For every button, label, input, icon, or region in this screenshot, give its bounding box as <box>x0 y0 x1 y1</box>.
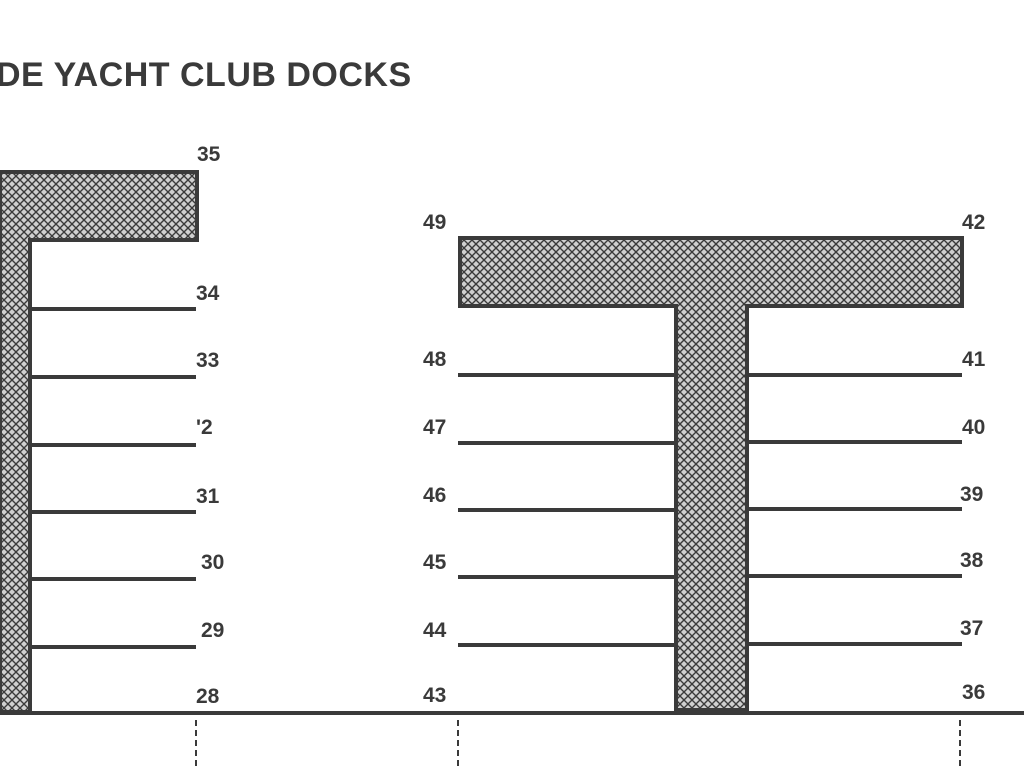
diagram-title: DE YACHT CLUB DOCKS <box>0 56 412 94</box>
slip-label-31: 31 <box>196 485 220 508</box>
slip-label-30: 30 <box>201 551 224 574</box>
slip-label-46: 46 <box>423 484 446 507</box>
slip-label-29: 29 <box>201 619 224 642</box>
slip-label-42: 42 <box>962 211 985 234</box>
center-dock-left-fingers <box>458 373 676 647</box>
slip-label-36: 36 <box>962 681 985 704</box>
slip-label-47: 47 <box>423 416 446 439</box>
slip-label-35: 35 <box>197 143 221 166</box>
slip-label-44: 44 <box>423 619 447 642</box>
slip-label-43: 43 <box>423 684 446 707</box>
center-dock: 49 42 48 47 46 45 44 43 41 40 39 38 37 3… <box>423 211 986 712</box>
slip-label-39: 39 <box>960 483 983 506</box>
slip-label-28: 28 <box>196 685 220 708</box>
slip-label-37: 37 <box>960 617 983 640</box>
left-dock-fingers <box>30 307 196 649</box>
slip-label-45: 45 <box>423 551 447 574</box>
slip-label-49: 49 <box>423 211 446 234</box>
slip-label-38: 38 <box>960 549 984 572</box>
left-dock-walkway <box>0 170 199 714</box>
slip-label-33: 33 <box>196 349 219 372</box>
center-dock-walkway <box>458 236 964 712</box>
center-dock-right-fingers <box>747 373 962 646</box>
slip-label-34: 34 <box>196 282 220 305</box>
slip-label-48: 48 <box>423 348 447 371</box>
slip-label-41: 41 <box>962 348 986 371</box>
slip-label-32: '2 <box>196 416 213 439</box>
left-dock: 35 34 33 '2 31 30 29 28 <box>0 143 224 714</box>
slip-label-40: 40 <box>962 416 985 439</box>
